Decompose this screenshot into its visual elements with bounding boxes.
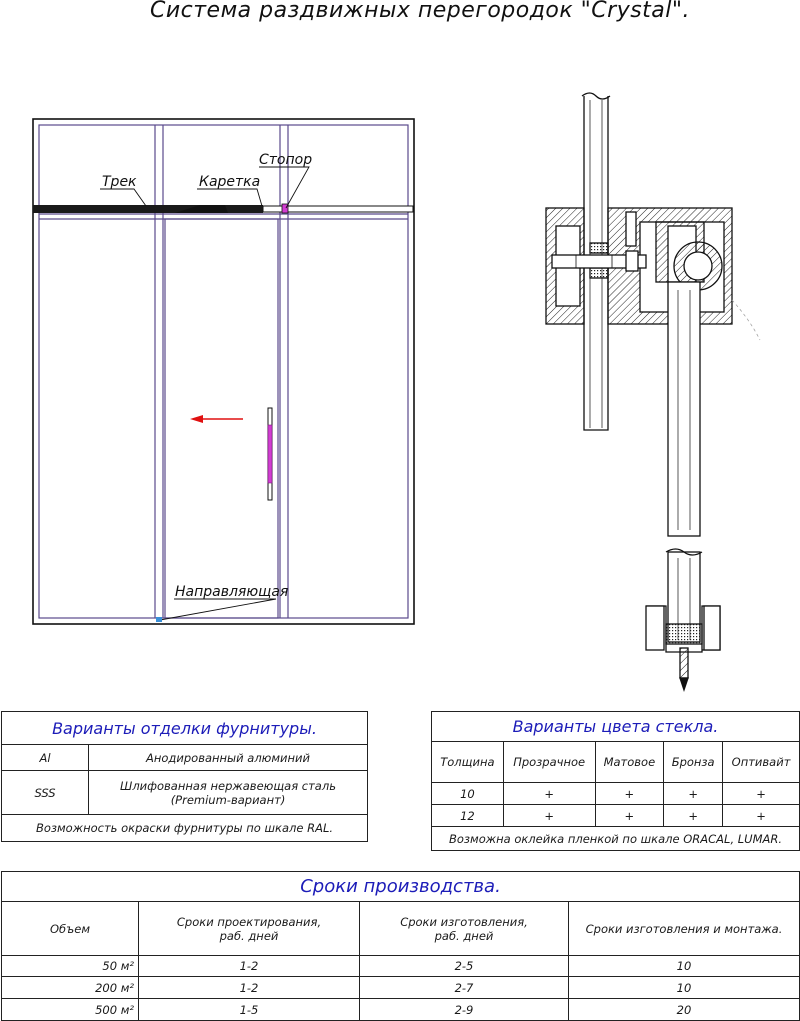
front-elevation-drawing: Трек Каретка Стопор Направляющая (32, 118, 415, 625)
terms-header-design-line2: раб. дней (219, 928, 279, 943)
terms-header-design: Сроки проектирования, раб. дней (138, 901, 360, 956)
terms-row-50-manufacturing: 2-5 (359, 955, 569, 977)
terms-table-title: Сроки производства. (1, 871, 800, 902)
glass-row-10-matte: + (594, 782, 665, 805)
slide-direction-arrow-head (190, 415, 203, 423)
terms-row-200-installation: 10 (568, 976, 800, 999)
terms-row-500-installation: 20 (568, 998, 800, 1021)
glass-header-bronze: Бронза (663, 741, 724, 783)
glass-header-matte: Матовое (594, 741, 665, 783)
terms-row-50-design: 1-2 (138, 955, 360, 977)
stopper-shape (281, 203, 289, 214)
terms-row-50-volume: 50 м² (1, 955, 139, 977)
bolt (551, 254, 647, 269)
glass-header-thickness: Толщина (431, 741, 504, 783)
upper-glass-break (581, 92, 611, 100)
finish-desc-sss-line2: (Premium-вариант) (170, 792, 286, 807)
track-bar (33, 205, 263, 213)
track-leader (100, 188, 147, 207)
terms-row-500-design: 1-5 (138, 998, 360, 1021)
finish-desc-sss: Шлифованная нержавеющая сталь (Premium-в… (88, 770, 368, 815)
guide-leader (159, 598, 277, 621)
label-carriage: Каретка (199, 174, 260, 190)
glass-row-12-thickness: 12 (431, 804, 504, 827)
glass-row-10-clear: + (502, 782, 596, 805)
finish-desc-sss-line1: Шлифованная нержавеющая сталь (120, 778, 336, 793)
glass-row-12-clear: + (502, 804, 596, 827)
glass-header-optiwhite: Оптивайт (722, 741, 800, 783)
finish-desc-al: Анодированный алюминий (88, 744, 368, 771)
glass-table-title: Варианты цвета стекла. (431, 711, 800, 742)
terms-row-200-manufacturing: 2-7 (359, 976, 569, 999)
floor-screw (679, 647, 689, 679)
page-title: Система раздвижных перегородок "Crystal"… (149, 0, 691, 23)
carriage-leader (197, 188, 263, 207)
terms-row-200-volume: 200 м² (1, 976, 139, 999)
floor-guide-marker (156, 617, 162, 622)
gasket-lower (589, 267, 609, 279)
terms-row-50-installation: 10 (568, 955, 800, 977)
terms-header-installation: Сроки изготовления и монтажа. (568, 901, 800, 956)
terms-header-manufacturing-line1: Сроки изготовления, (400, 914, 528, 929)
glass-row-12-matte: + (594, 804, 665, 827)
finish-code-sss: SSS (1, 770, 89, 815)
finish-options-table: Варианты отделки фурнитуры. Al Анодирова… (1, 711, 368, 842)
glass-row-12-optiwhite: + (722, 804, 800, 827)
section-detail-drawing (545, 92, 761, 693)
glass-header-clear: Прозрачное (502, 741, 596, 783)
top-screw (625, 211, 637, 247)
label-stopper: Стопор (259, 152, 312, 168)
terms-row-500-volume: 500 м² (1, 998, 139, 1021)
door-handle-grip (267, 424, 273, 484)
stopper-leader (259, 166, 310, 209)
terms-row-500-manufacturing: 2-9 (359, 998, 569, 1021)
finish-table-title: Варианты отделки фурнитуры. (1, 711, 368, 745)
guide-rod (667, 281, 701, 537)
track-bar-light (262, 205, 414, 213)
glass-row-12-bronze: + (663, 804, 724, 827)
glass-options-table: Варианты цвета стекла. Толщина Прозрачно… (431, 711, 800, 851)
glass-row-10-bronze: + (663, 782, 724, 805)
outer-frame (32, 118, 415, 625)
label-track: Трек (102, 174, 137, 190)
finish-note: Возможность окраски фурнитуры по шкале R… (1, 814, 368, 842)
label-guide: Направляющая (175, 584, 288, 600)
finish-code-al: Al (1, 744, 89, 771)
terms-header-design-line1: Сроки проектирования, (176, 914, 322, 929)
carriage-shape (175, 205, 228, 213)
sliding-door-panel (164, 218, 279, 619)
glass-row-10-optiwhite: + (722, 782, 800, 805)
terms-header-volume: Объем (1, 901, 139, 956)
glass-note: Возможна оклейка пленкой по шкале ORACAL… (431, 826, 800, 851)
production-terms-table: Сроки производства. Объем Сроки проектир… (1, 871, 800, 1021)
gasket-upper (589, 242, 609, 254)
glass-row-10-thickness: 10 (431, 782, 504, 805)
terms-row-200-design: 1-2 (138, 976, 360, 999)
terms-header-manufacturing: Сроки изготовления, раб. дней (359, 901, 569, 956)
terms-header-manufacturing-line2: раб. дней (434, 928, 494, 943)
